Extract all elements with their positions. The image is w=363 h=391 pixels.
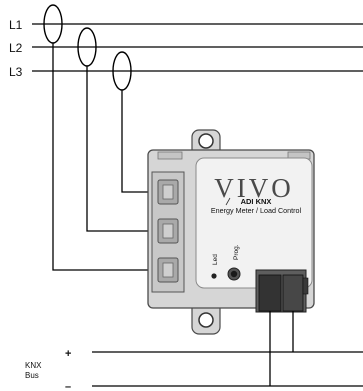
energy-meter-device: VIVO ADI KNX Energy Meter / Load Control… bbox=[147, 129, 315, 335]
knx-terminal-red bbox=[258, 274, 282, 312]
top-rail-left bbox=[157, 151, 183, 160]
prog-button[interactable] bbox=[230, 270, 238, 278]
bus-minus-sign: – bbox=[65, 381, 71, 391]
knx-terminal-latch bbox=[302, 277, 309, 295]
knx-terminal-black bbox=[282, 274, 304, 312]
clamp-l3-screw bbox=[162, 184, 174, 200]
bus-label-knx: KNX bbox=[25, 361, 42, 370]
phase-label-l1: L1 bbox=[9, 18, 23, 32]
bus-plus-sign: + bbox=[65, 348, 71, 360]
top-mounting-hole bbox=[198, 133, 214, 149]
device-label-panel bbox=[195, 157, 313, 289]
ct-wire-l1 bbox=[52, 43, 162, 271]
led-indicator bbox=[211, 273, 217, 279]
phase-label-l2: L2 bbox=[9, 41, 23, 55]
bottom-mounting-hole bbox=[198, 312, 214, 328]
clamp-l2-screw bbox=[162, 223, 174, 239]
bus-label-bus: Bus bbox=[25, 371, 39, 380]
model-name: ADI KNX bbox=[241, 197, 272, 206]
brand-logo: VIVO bbox=[214, 173, 294, 203]
clamp-l1-screw bbox=[162, 262, 174, 278]
ct-wire-l2 bbox=[86, 66, 162, 232]
phase-label-l3: L3 bbox=[9, 65, 23, 79]
prog-label: Prog. bbox=[233, 244, 240, 260]
led-label: Led bbox=[212, 254, 219, 265]
device-description: Energy Meter / Load Control bbox=[211, 206, 302, 215]
model-slash-mark bbox=[225, 197, 231, 206]
